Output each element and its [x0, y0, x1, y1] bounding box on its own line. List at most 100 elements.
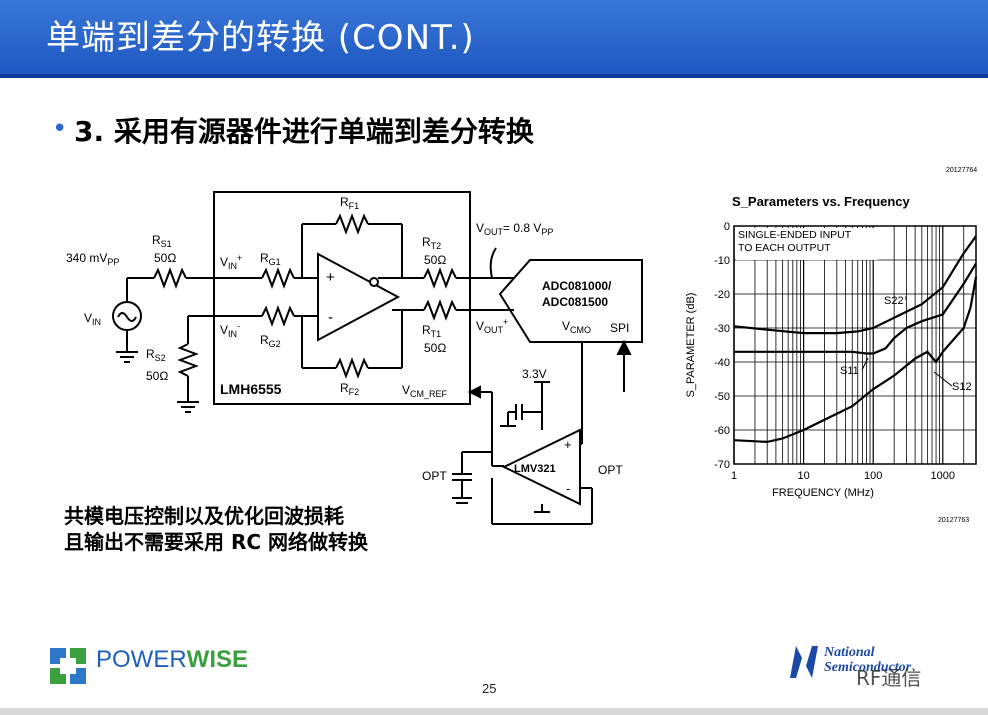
sine-icon — [117, 312, 137, 322]
slide-subtitle: 3. 采用有源器件进行单端到差分转换 — [74, 115, 534, 148]
adc-block — [498, 259, 643, 343]
rf2-resistor — [335, 357, 369, 379]
annotation-line-1: SINGLE-ENDED INPUT — [738, 229, 852, 241]
series-leader-s12 — [933, 371, 953, 387]
powerwise-wordmark: POWERWISE — [96, 646, 248, 674]
rs1-resistor — [153, 267, 187, 289]
national-logo-icon — [786, 642, 822, 682]
lmh6555-label: LMH6555 — [220, 381, 282, 397]
rs1-value: 50Ω — [154, 251, 176, 265]
lmv-plus: + — [564, 437, 572, 452]
chart-lines — [733, 235, 978, 444]
series-label-s22: S22 — [884, 295, 904, 307]
y-tick-label: -50 — [714, 391, 730, 403]
bottom-bar — [0, 708, 988, 715]
rg1-resistor — [261, 267, 295, 289]
y-tick-label: -60 — [714, 425, 730, 437]
y-tick-label: -10 — [714, 255, 730, 267]
rt1-value: 50Ω — [424, 341, 446, 355]
plot-frame — [733, 225, 977, 465]
rt2-value: 50Ω — [424, 253, 446, 267]
rf1-label: RF1 — [340, 195, 359, 211]
series-line-s11 — [734, 262, 977, 355]
annotation-line-2: TO EACH OUTPUT — [738, 242, 831, 254]
annotation-bg — [736, 228, 878, 260]
series-line-s12 — [733, 276, 978, 444]
chart-grid — [733, 225, 977, 465]
rs1-label: RS1 — [152, 233, 172, 249]
y-tick-label: -40 — [714, 357, 730, 369]
series-line-s22 — [733, 235, 977, 335]
chart-ticks: 0 -10 -20 -30 -40 -50 -60 -701 10 100 1000 — [714, 221, 955, 482]
title-bar — [0, 0, 988, 78]
powerwise-logo-icon — [50, 648, 86, 684]
note-line-2: 且输出不需要采用 RC 网络做转换 — [64, 530, 369, 554]
rs2-value: 50Ω — [146, 369, 168, 383]
lmv321-opamp — [501, 428, 581, 506]
series-label-s12: S12 — [952, 381, 972, 393]
figure-id-top: 20127764 — [946, 167, 977, 174]
y-axis-label: S_PARAMETER (dB) — [685, 293, 697, 398]
note-line-1: 共模电压控制以及优化回波损耗 — [64, 504, 344, 528]
rt2-label: RT2 — [422, 235, 441, 251]
powerwise-logo — [44, 642, 92, 686]
circuit-schematic: 340 mVPP VIN RS1 50Ω RS2 50Ω VIN+ VIN- R… — [52, 182, 650, 532]
vin-minus-label: VIN- — [220, 321, 240, 339]
y-tick-label: -70 — [714, 459, 730, 471]
series-leader-s11 — [861, 357, 869, 371]
y-tick-label: -20 — [714, 289, 730, 301]
national-line-1: National — [824, 645, 875, 660]
rt1-label: RT1 — [422, 323, 441, 339]
powerwise-part2: WISE — [186, 646, 249, 673]
x-tick-label: 1000 — [931, 470, 955, 482]
vin-plus-label: VIN+ — [220, 253, 242, 271]
rt1-resistor — [423, 299, 457, 321]
opt-label-1: OPT — [422, 469, 447, 483]
x-tick-label: 10 — [797, 470, 809, 482]
adc-label-2: ADC081500 — [542, 295, 608, 309]
vout-equation: VOUT= 0.8 VPP — [476, 221, 553, 237]
rf1-resistor — [335, 213, 369, 235]
rf2-label: RF2 — [340, 381, 359, 397]
rg1-label: RG1 — [260, 251, 281, 267]
vcm-ref-label: VCM_REF — [402, 383, 448, 399]
chart-svg: 20127764 S_Parameters vs. Frequency 0 -10… — [685, 167, 978, 524]
chart-title: S_Parameters vs. Frequency — [732, 194, 911, 209]
circuit-svg: 340 mVPP VIN RS1 50Ω RS2 50Ω VIN+ VIN- R… — [66, 191, 643, 525]
y-tick-label: 0 — [724, 221, 730, 233]
y-tick-label: -30 — [714, 323, 730, 335]
vin-label: VIN — [84, 311, 101, 327]
title-bar-underline — [0, 74, 988, 78]
national-line-2: Semiconductor — [824, 660, 912, 675]
spi-label: SPI — [610, 321, 629, 335]
watermark: RF通信 — [856, 666, 922, 690]
vout-plus-label: VOUT+ — [476, 317, 508, 335]
lmh-opamp — [317, 252, 401, 342]
lmv321-label: LMV321 — [514, 463, 556, 475]
powerwise-part1: POWER — [96, 646, 187, 673]
national-n-icon — [790, 646, 818, 678]
opamp-minus: - — [328, 309, 333, 326]
supply-label: 3.3V — [522, 367, 547, 381]
page-number: 25 — [482, 681, 497, 696]
figure-id-bottom: 20127763 — [938, 517, 969, 524]
rg2-label: RG2 — [260, 333, 281, 349]
x-tick-label: 1 — [731, 470, 737, 482]
slide-title: 单端到差分的转换 (CONT.) — [46, 18, 475, 58]
adc-label-1: ADC081000/ — [542, 279, 612, 293]
lmh6555-box — [213, 191, 471, 405]
x-tick-label: 100 — [864, 470, 882, 482]
rg2-resistor — [261, 305, 295, 327]
lmv-minus: - — [566, 481, 570, 496]
rs2-label: RS2 — [146, 347, 166, 363]
rs2-resistor — [177, 343, 199, 377]
x-axis-label: FREQUENCY (MHz) — [772, 487, 874, 499]
bullet-dot: • — [52, 114, 68, 144]
opamp-plus: + — [326, 269, 335, 286]
source-voltage-label: 340 mVPP — [66, 251, 119, 267]
vcmo-label: VCMO — [562, 319, 591, 335]
rt2-resistor — [423, 267, 457, 289]
series-label-s11: S11 — [840, 365, 859, 377]
